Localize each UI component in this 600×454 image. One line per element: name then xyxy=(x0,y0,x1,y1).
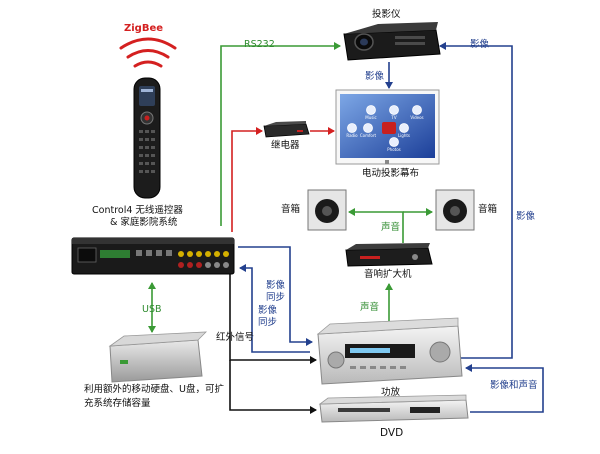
dvd-label: DVD xyxy=(380,427,404,439)
edge-ir-signal-dvd xyxy=(229,360,317,414)
video-sync-2-label: 影像 同步 xyxy=(258,305,278,328)
edge-rs232 xyxy=(220,42,341,226)
usb-label: USB xyxy=(142,304,162,315)
receiver-to-amp-label: 声音 xyxy=(360,302,380,313)
storage-label-line1: 利用额外的移动硬盘、U盘，可扩 xyxy=(84,384,224,395)
speaker-left-label: 音箱 xyxy=(281,204,301,215)
zigbee-waves-icon xyxy=(119,37,177,68)
edge-controller-to-relay xyxy=(231,127,263,232)
screen-label: 电动投影幕布 xyxy=(362,168,420,179)
screen-menu-item: Radio xyxy=(346,123,358,138)
projector-icon[interactable] xyxy=(343,22,441,61)
receiver-icon[interactable] xyxy=(316,317,463,385)
screen-menu-label: Music xyxy=(365,115,376,120)
remote-control-icon[interactable] xyxy=(133,77,161,199)
video-top-right-label: 影像 xyxy=(470,39,490,50)
remote-label-line1: Control4 无线遥控器 xyxy=(92,205,183,216)
screen-menu-item: Music xyxy=(365,105,377,120)
edge-dvd-to-receiver xyxy=(465,364,544,413)
amp-to-speakers-label: 声音 xyxy=(381,222,401,233)
zigbee-label: ZigBee xyxy=(124,23,164,34)
projector-label: 投影仪 xyxy=(372,9,401,20)
edge-video-sync-2 xyxy=(239,264,310,353)
screen-menu-label: Videos xyxy=(410,115,423,120)
amplifier-label: 音响扩大机 xyxy=(364,269,412,280)
video-right-label: 影像 xyxy=(516,211,536,222)
remote-label-line2: & 家庭影院系统 xyxy=(110,217,178,228)
screen-menu-item: Comfort xyxy=(360,123,377,138)
screen-menu-label: TV xyxy=(390,115,396,120)
speaker-right-label: 音箱 xyxy=(478,204,498,215)
dvd-player-icon[interactable] xyxy=(318,394,469,423)
screen-menu-label: Photos xyxy=(387,147,401,152)
amplifier-icon[interactable] xyxy=(345,243,433,267)
relay-label: 继电器 xyxy=(271,140,300,151)
storage-label-line2: 充系统存储容量 xyxy=(84,398,151,409)
video-sync-1-label: 影像 同步 xyxy=(266,280,286,303)
screen-menu-label: Lights xyxy=(398,133,410,138)
relay-icon[interactable] xyxy=(263,121,310,138)
screen-menu-label: Comfort xyxy=(360,133,377,138)
edge-video-loop xyxy=(439,42,513,359)
speaker-left-icon[interactable] xyxy=(307,189,347,231)
controller-icon[interactable] xyxy=(71,237,235,275)
screen-menu-label: Radio xyxy=(346,133,358,138)
screen-logo-icon xyxy=(382,122,396,134)
screen-menu-item: Lights xyxy=(398,123,410,138)
speaker-right-icon[interactable] xyxy=(435,189,475,231)
screen-menu-item: TV xyxy=(389,105,399,120)
screen-menu-item: Photos xyxy=(387,137,401,152)
rs232-label: RS232 xyxy=(244,39,275,50)
storage-drive-icon[interactable] xyxy=(108,331,208,383)
edge-video-sync-1 xyxy=(238,246,313,346)
projector-to-screen-label: 影像 xyxy=(365,71,385,82)
receiver-label: 功放 xyxy=(381,387,401,398)
video-and-audio-label: 影像和声音 xyxy=(490,380,538,391)
ir-signal-label: 红外信号 xyxy=(216,332,255,343)
screen-menu-item: Videos xyxy=(410,105,424,120)
